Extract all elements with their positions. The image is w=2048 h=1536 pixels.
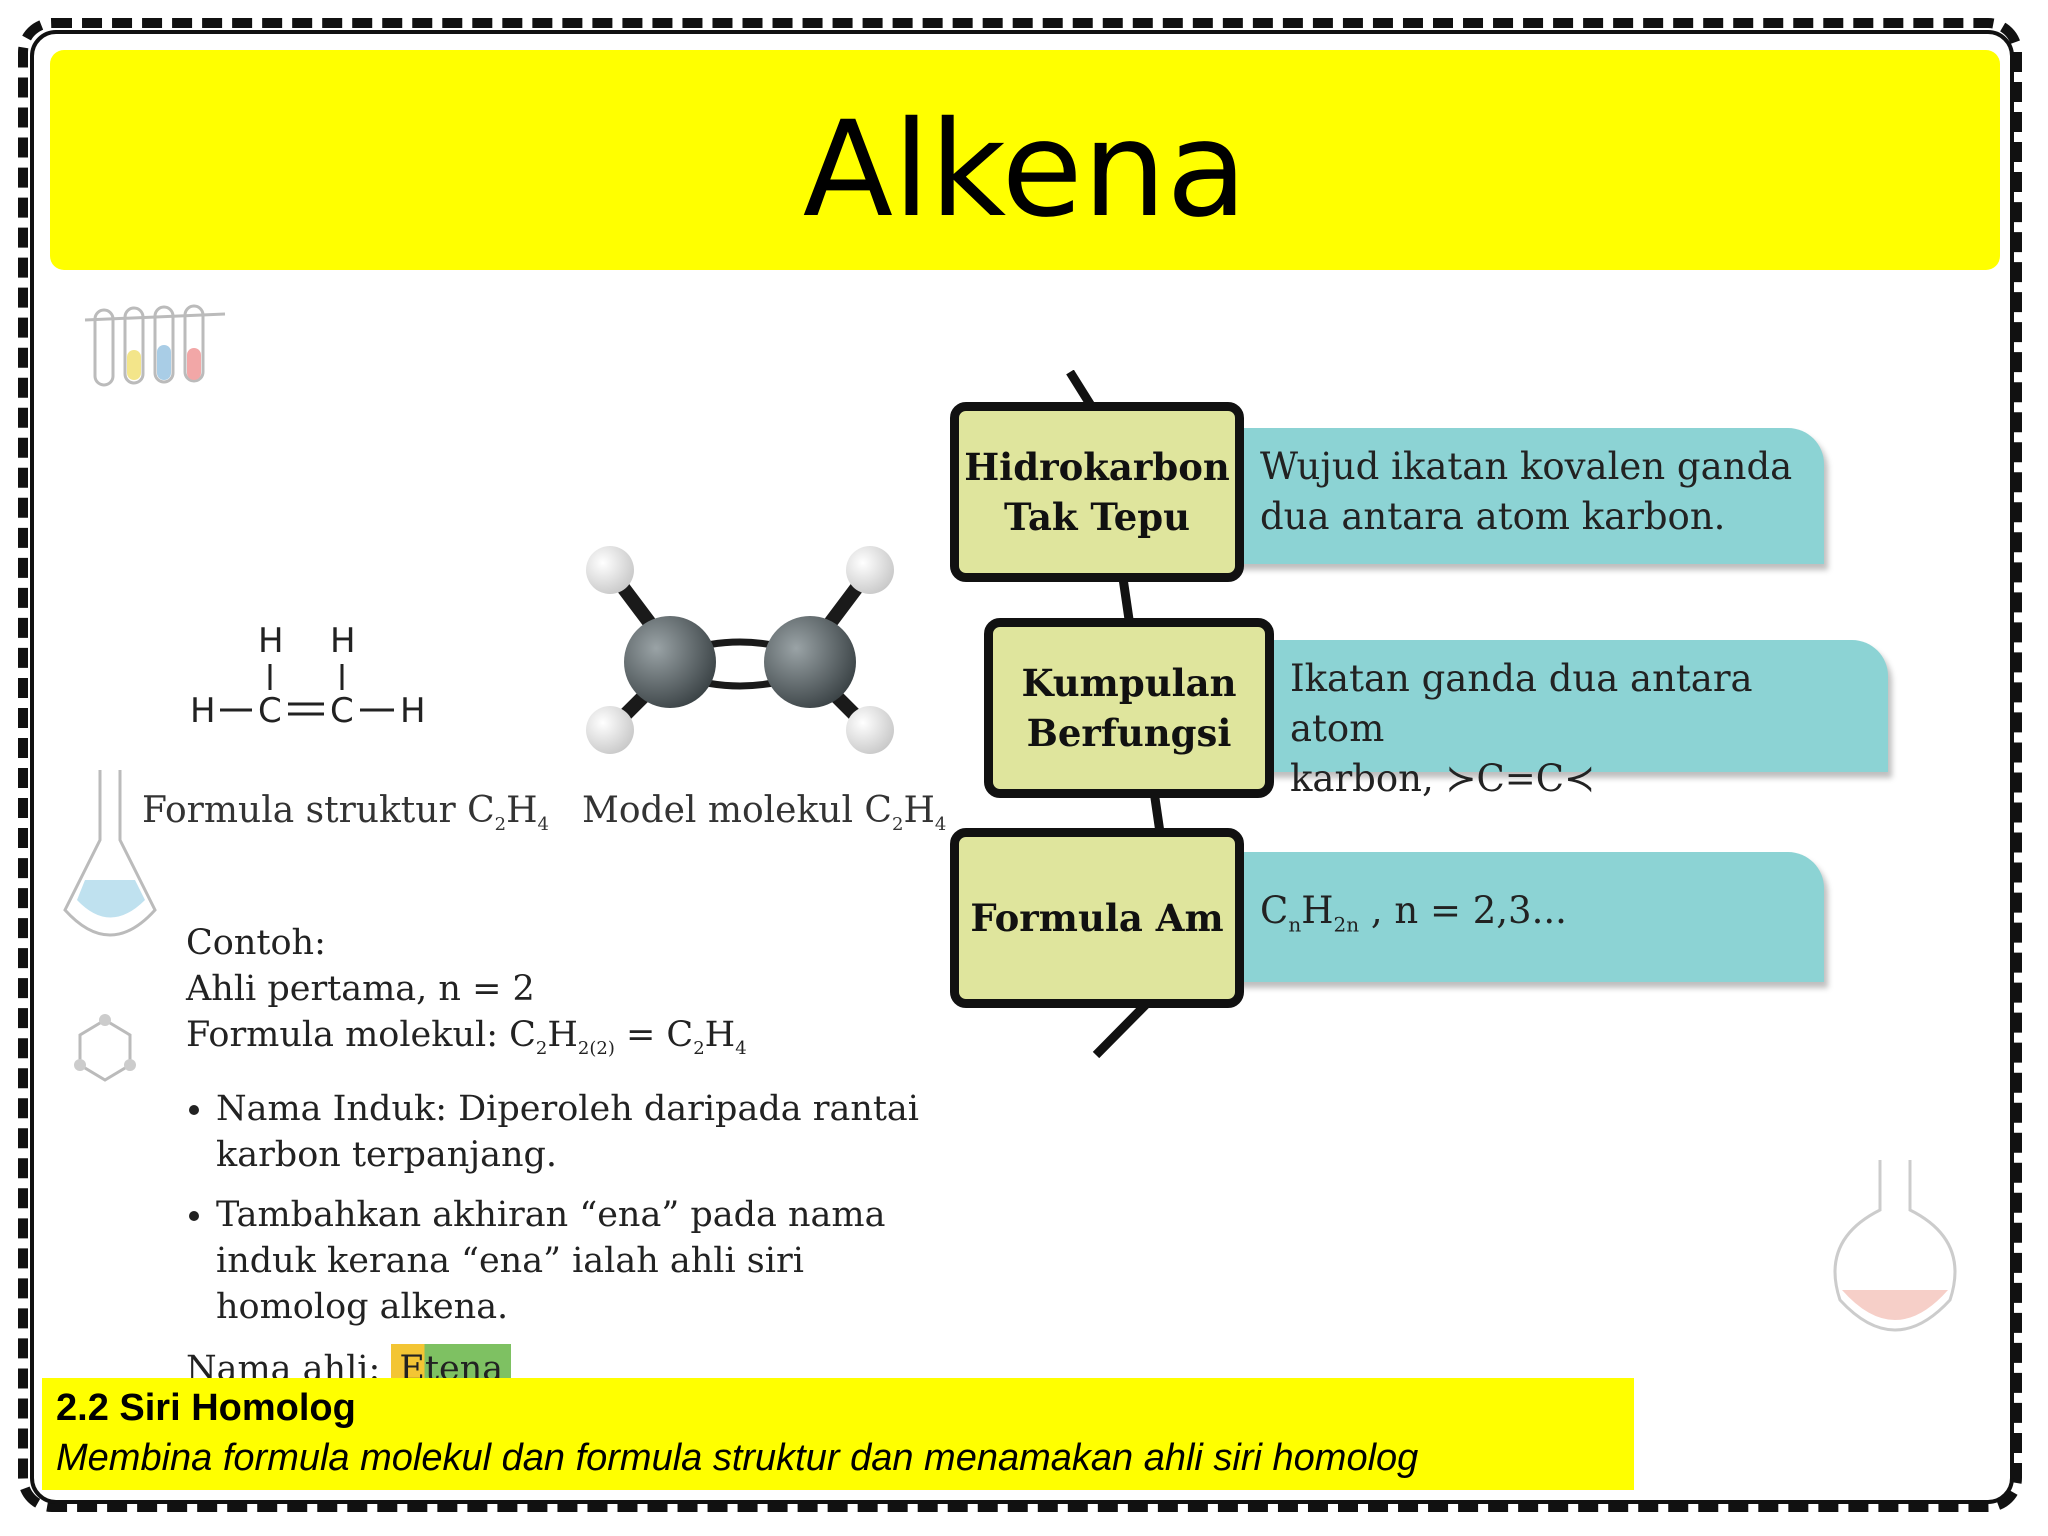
concept-label: Berfungsi — [1026, 711, 1232, 755]
caption-text: H — [903, 790, 935, 831]
caption-text: Formula struktur C — [142, 790, 495, 831]
general-formula-text: C — [1260, 889, 1289, 932]
general-formula-sub: n — [1288, 912, 1302, 937]
test-tubes-decoration — [84, 304, 226, 387]
svg-text:H: H — [190, 691, 216, 731]
info-line: dua antara atom karbon. — [1260, 495, 1726, 538]
formula-sub: 2 — [535, 1038, 548, 1059]
structural-formula-caption: Formula struktur C2H4 — [142, 790, 549, 835]
concept-info-general-formula: CnH2n , n = 2,3... — [1230, 852, 1824, 982]
example-section: Contoh: Ahli pertama, n = 2 Formula mole… — [186, 920, 946, 1394]
formula-text: H — [547, 1015, 578, 1055]
naming-rule: Nama Induk: Diperoleh daripada rantai ka… — [216, 1086, 946, 1178]
svg-text:H: H — [258, 621, 284, 661]
first-member: Ahli pertama, n = 2 — [186, 969, 535, 1009]
concept-label: Formula Am — [970, 896, 1224, 940]
caption-text: H — [506, 790, 538, 831]
naming-rules-list: Nama Induk: Diperoleh daripada rantai ka… — [186, 1086, 946, 1330]
concept-box-functional-group: Kumpulan Berfungsi — [984, 618, 1274, 798]
footer-subtitle: Membina formula molekul dan formula stru… — [56, 1437, 1419, 1479]
general-formula-text: H — [1301, 889, 1334, 932]
caption-sub: 2 — [494, 814, 507, 836]
round-flask-decoration — [1833, 1160, 1957, 1332]
ethene-structural-diagram: H H H C C H — [190, 621, 426, 731]
concept-label: Tak Tepu — [1003, 495, 1191, 539]
title-banner: Alkena — [50, 50, 2000, 270]
slide-title: Alkena — [802, 93, 1248, 247]
caption-text: Model molekul C — [582, 790, 892, 831]
molecular-formula: Formula molekul: C2H2(2) = C2H4 — [186, 1012, 946, 1072]
concept-box-general-formula: Formula Am — [950, 828, 1244, 1008]
info-line: Ikatan ganda dua antara atom — [1290, 657, 1753, 750]
concept-info-unsaturated: Wujud ikatan kovalen ganda dua antara at… — [1230, 428, 1824, 564]
formula-sub: 4 — [735, 1038, 747, 1059]
molecular-model-caption: Model molekul C2H4 — [582, 790, 946, 835]
example-label: Contoh: — [186, 923, 326, 963]
naming-rule: Tambahkan akhiran “ena” pada nama induk … — [216, 1192, 946, 1330]
info-line: Wujud ikatan kovalen ganda — [1260, 445, 1793, 488]
svg-text:C: C — [330, 691, 354, 731]
formula-text: = C — [614, 1015, 694, 1055]
concept-info-functional-group: Ikatan ganda dua antara atom karbon, ≻C=… — [1260, 640, 1888, 800]
caption-sub: 4 — [537, 814, 549, 836]
general-formula-sub: 2n — [1333, 912, 1360, 937]
concept-box-unsaturated: Hidrokarbon Tak Tepu — [950, 402, 1244, 582]
caption-sub: 2 — [891, 814, 904, 836]
formula-sub: 2(2) — [577, 1038, 615, 1059]
footer-banner: 2.2 Siri Homolog Membina formula molekul… — [42, 1378, 1634, 1490]
caption-sub: 4 — [934, 814, 947, 836]
svg-text:H: H — [330, 621, 356, 661]
ethene-ball-stick-model — [586, 546, 894, 754]
flask-decoration — [63, 770, 157, 937]
footer-title: 2.2 Siri Homolog — [56, 1387, 356, 1429]
concept-label: Kumpulan — [1021, 661, 1237, 705]
svg-text:C: C — [258, 691, 282, 731]
structural-formula: H H H C C H — [190, 612, 450, 760]
svg-text:H: H — [400, 691, 426, 731]
molecule-decoration — [74, 1014, 136, 1082]
slide-inner-border — [30, 30, 2014, 1504]
formula-sub: 2 — [693, 1038, 705, 1059]
concept-label: Hidrokarbon — [964, 445, 1230, 489]
general-formula-text: , n = 2,3... — [1359, 889, 1567, 932]
formula-text: Formula molekul: C — [186, 1015, 536, 1055]
info-line: karbon, ≻C=C≺ — [1290, 757, 1596, 800]
formula-text: H — [704, 1015, 736, 1055]
